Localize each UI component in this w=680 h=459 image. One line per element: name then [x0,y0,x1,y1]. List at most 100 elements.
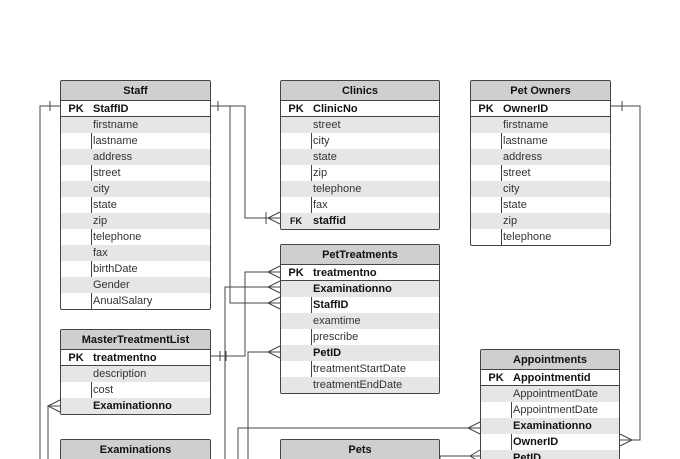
field-name: lastname [93,135,138,147]
pets-pettreatments-connector [247,351,280,459]
key-marker [281,281,311,297]
key-marker [61,293,91,309]
key-marker [281,117,311,133]
mtl-pettreatments-connector [210,271,280,357]
owners-appointments-connector [610,105,641,441]
field-name: firstname [93,119,139,131]
appointments-examno-crowfoot [466,421,481,435]
staff-left-connector [39,105,60,459]
key-column-divider [511,370,512,459]
field-name: address [503,151,543,163]
key-marker [481,434,511,450]
entity-row: street [471,165,610,181]
staff-pettreatments-connector [210,105,280,304]
key-marker: PK [478,103,494,115]
key-column-divider [311,101,312,229]
entity-row: Examinationno [281,281,439,297]
field-name: state [503,199,527,211]
entity-row: city [61,181,210,197]
field-name: fax [313,199,328,211]
entity-row: PetID [281,345,439,361]
field-name: street [313,119,341,131]
entity-row: AppointmentDate [481,386,619,402]
key-marker [481,386,511,402]
field-name: PetID [313,347,342,359]
key-marker [281,133,311,149]
field-name: treatmentno [93,352,157,364]
field-name: treatmentStartDate [313,363,406,375]
key-column-divider [91,350,92,414]
key-marker [281,297,311,313]
field-name: cost [93,384,114,396]
entity-examinations: Examinations [60,439,211,459]
field-name: treatmentEndDate [313,379,403,391]
entity-row: birthDate [61,261,210,277]
key-marker [471,181,501,197]
entity-row: PK OwnerID [471,101,610,117]
entity-title: MasterTreatmentList [61,330,210,350]
pettreatments-petid-crowfoot [266,345,281,359]
field-name: Gender [93,279,130,291]
key-marker [61,213,91,229]
key-marker [481,450,511,459]
entity-row: StaffID [281,297,439,313]
entity-title: Clinics [281,81,439,101]
entity-row: cost [61,382,210,398]
entity-row: firstname [471,117,610,133]
field-name: treatmentno [313,267,377,279]
key-marker [281,361,311,377]
entity-row: treatmentEndDate [281,377,439,393]
field-name: street [503,167,531,179]
entity-row: firstname [61,117,210,133]
field-name: OwnerID [513,436,559,448]
key-marker [61,181,91,197]
staff-clinics-connector [210,105,280,219]
field-name: state [93,199,117,211]
entity-row: address [471,149,610,165]
key-marker [61,117,91,133]
entity-title: Examinations [61,440,210,459]
field-name: examtime [313,315,361,327]
field-name: prescribe [313,331,359,343]
key-marker [61,165,91,181]
field-name: zip [93,215,108,227]
entity-row: lastname [471,133,610,149]
entity-row: Examinationno [61,398,210,414]
field-name: city [313,135,330,147]
field-name: fax [93,247,108,259]
field-name: birthDate [93,263,138,275]
exam-pettreatments-connector [224,286,280,459]
key-marker [471,149,501,165]
entity-title: Staff [61,81,210,101]
entity-row: zip [281,165,439,181]
entity-row: treatmentStartDate [281,361,439,377]
key-marker [61,277,91,293]
entity-title: PetTreatments [281,245,439,265]
key-marker [471,229,501,245]
entity-row: fax [61,245,210,261]
key-marker [281,165,311,181]
entity-row: OwnerID [481,434,619,450]
key-marker [471,133,501,149]
entity-row: state [471,197,610,213]
entity-row: telephone [281,181,439,197]
exam-mtl-connector [47,405,60,459]
field-name: lastname [503,135,548,147]
key-marker [281,197,311,213]
key-marker [471,165,501,181]
field-name: telephone [503,231,552,243]
field-name: OwnerID [503,103,549,115]
key-marker [281,377,311,393]
key-marker [61,245,91,261]
entity-title: Pets [281,440,439,459]
entity-row: examtime [281,313,439,329]
entity-row: zip [61,213,210,229]
field-name: Examinationno [93,400,172,412]
pettreatments-staffid-crowfoot [266,296,281,310]
